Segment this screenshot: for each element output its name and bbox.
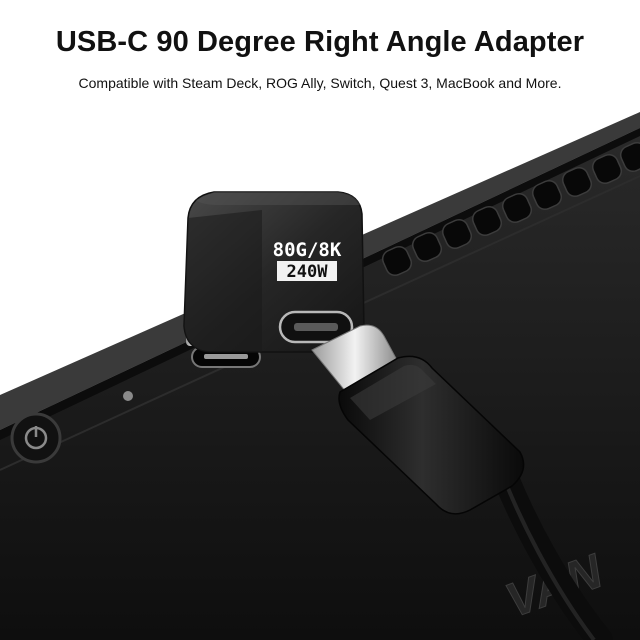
page-title: USB-C 90 Degree Right Angle Adapter [55, 26, 585, 58]
usb-c-cable [311, 324, 613, 640]
adapter-spec-speed: 80G/8K [273, 239, 342, 261]
adapter-spec-power: 240W [287, 262, 329, 282]
page-subtitle: Compatible with Steam Deck, ROG Ally, Sw… [78, 75, 562, 91]
right-angle-adapter: 80G/8K 240W [183, 191, 365, 353]
power-button-icon [10, 412, 62, 464]
adapter-spec-power-box [277, 261, 337, 281]
status-led [123, 391, 133, 401]
vent-grille [381, 141, 640, 277]
